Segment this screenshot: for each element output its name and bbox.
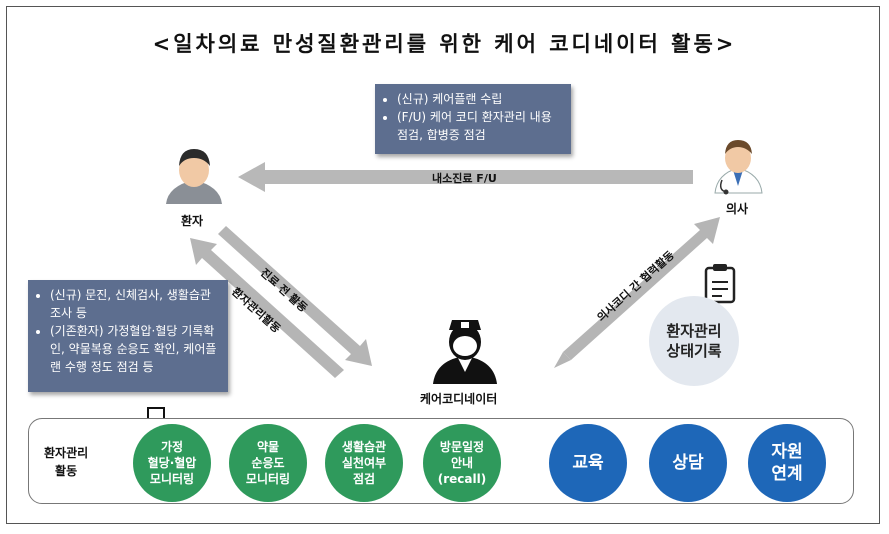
note-top: (신규) 케어플랜 수립 (F/U) 케어 코디 환자관리 내용 점검, 합병증… [375, 84, 571, 154]
note-left-item: (기존환자) 가정혈압·혈당 기록확인, 약물복용 순응도 확인, 케어플랜 수… [50, 322, 218, 376]
note-top-item: (F/U) 케어 코디 환자관리 내용 점검, 합병증 점검 [397, 108, 561, 144]
arrow-patient-coordinator [190, 226, 372, 378]
coordinator-label: 케어코디네이터 [420, 392, 498, 406]
activity-recall: 방문일정 안내 (recall) [423, 424, 501, 502]
patient-label: 환자 [181, 214, 204, 228]
activity-counseling: 상담 [649, 424, 727, 502]
activity-medication: 약물 순응도 모니터링 [229, 424, 307, 502]
activity-label: 환자관리 활동 [44, 446, 89, 478]
person-icon [166, 149, 222, 204]
activity-glucose-bp: 가정 혈당·혈압 모니터링 [133, 424, 211, 502]
doctor-icon [714, 140, 763, 195]
note-left-item: (신규) 문진, 신체검사, 생활습관조사 등 [50, 286, 218, 322]
arrow-doctor-to-patient [238, 162, 693, 192]
clipboard-icon [704, 264, 736, 304]
activity-education: 교육 [549, 424, 627, 502]
arrow-label-doctor-to-patient: 내소진료 F/U [432, 172, 497, 185]
nurse-icon [433, 320, 497, 384]
diagram-frame [6, 6, 880, 524]
diagram-title: <일차의료 만성질환관리를 위한 케어 코디네이터 활동> [152, 32, 737, 56]
status-record-label: 환자관리 상태기록 [666, 322, 722, 360]
activity-lifestyle: 생활습관 실천여부 점검 [325, 424, 403, 502]
arrow-coordinator-to-doctor [554, 217, 720, 368]
activity-resource-link: 자원 연계 [748, 424, 826, 502]
doctor-label: 의사 [726, 202, 749, 216]
note-top-item: (신규) 케어플랜 수립 [397, 90, 561, 108]
note-left: (신규) 문진, 신체검사, 생활습관조사 등 (기존환자) 가정혈압·혈당 기… [28, 280, 228, 392]
status-record-badge: 환자관리 상태기록 [649, 296, 739, 386]
